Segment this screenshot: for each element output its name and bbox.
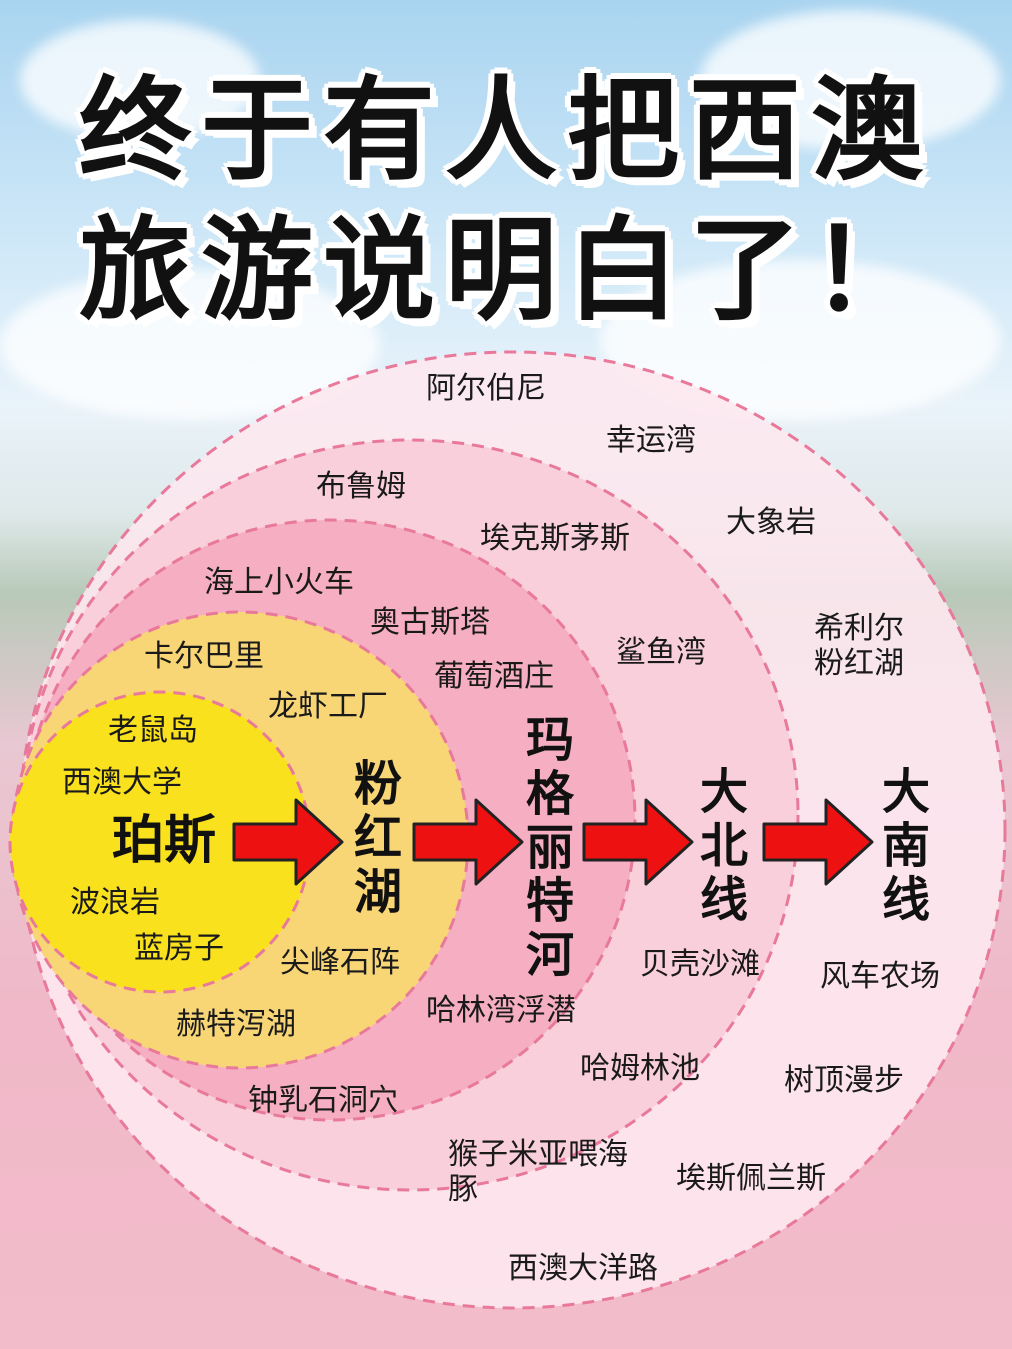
place-label: 尖峰石阵 [280,945,400,980]
title-line-2: 旅游说明白了！ [79,206,933,336]
place-label: 波浪岩 [70,885,160,920]
place-label: 哈林湾浮潜 [426,993,576,1028]
place-label: 埃克斯茅斯 [480,521,630,556]
place-label: 龙虾工厂 [268,689,388,724]
place-label: 赫特泻湖 [176,1007,296,1042]
place-label: 卡尔巴里 [144,639,264,674]
place-label: 幸运湾 [606,423,696,458]
place-label: 贝壳沙滩 [640,947,760,982]
place-label: 西澳大洋路 [508,1251,658,1286]
place-label: 猴子米亚喂海豚 [448,1137,628,1207]
cloud [20,20,260,140]
place-label: 阿尔伯尼 [426,371,546,406]
place-label: 奥古斯塔 [370,605,490,640]
place-label: 希利尔粉红湖 [814,611,904,681]
place-label: 布鲁姆 [316,469,406,504]
place-label: 风车农场 [820,959,940,994]
place-label: 海上小火车 [204,565,354,600]
cloud [700,10,1000,150]
place-label: 钟乳石洞穴 [248,1083,398,1118]
ring-margaret-river-name: 玛格丽特河 [525,712,574,983]
place-label: 埃斯佩兰斯 [676,1161,826,1196]
title-line-1: 终于有人把西澳 [79,66,933,196]
place-label: 葡萄酒庄 [434,659,554,694]
ring-core-name: 珀斯 [112,811,217,871]
ring-pink-lake-name: 粉红湖 [353,756,402,920]
place-label: 蓝房子 [134,931,224,966]
ring-north-name: 大北线 [699,764,748,928]
place-label: 树顶漫步 [784,1063,904,1098]
place-label: 大象岩 [726,505,816,540]
ring-south-name: 大南线 [881,764,930,928]
place-label: 老鼠岛 [108,713,198,748]
place-label: 哈姆林池 [580,1051,700,1086]
place-label: 西澳大学 [62,765,182,800]
place-label: 鲨鱼湾 [616,635,706,670]
